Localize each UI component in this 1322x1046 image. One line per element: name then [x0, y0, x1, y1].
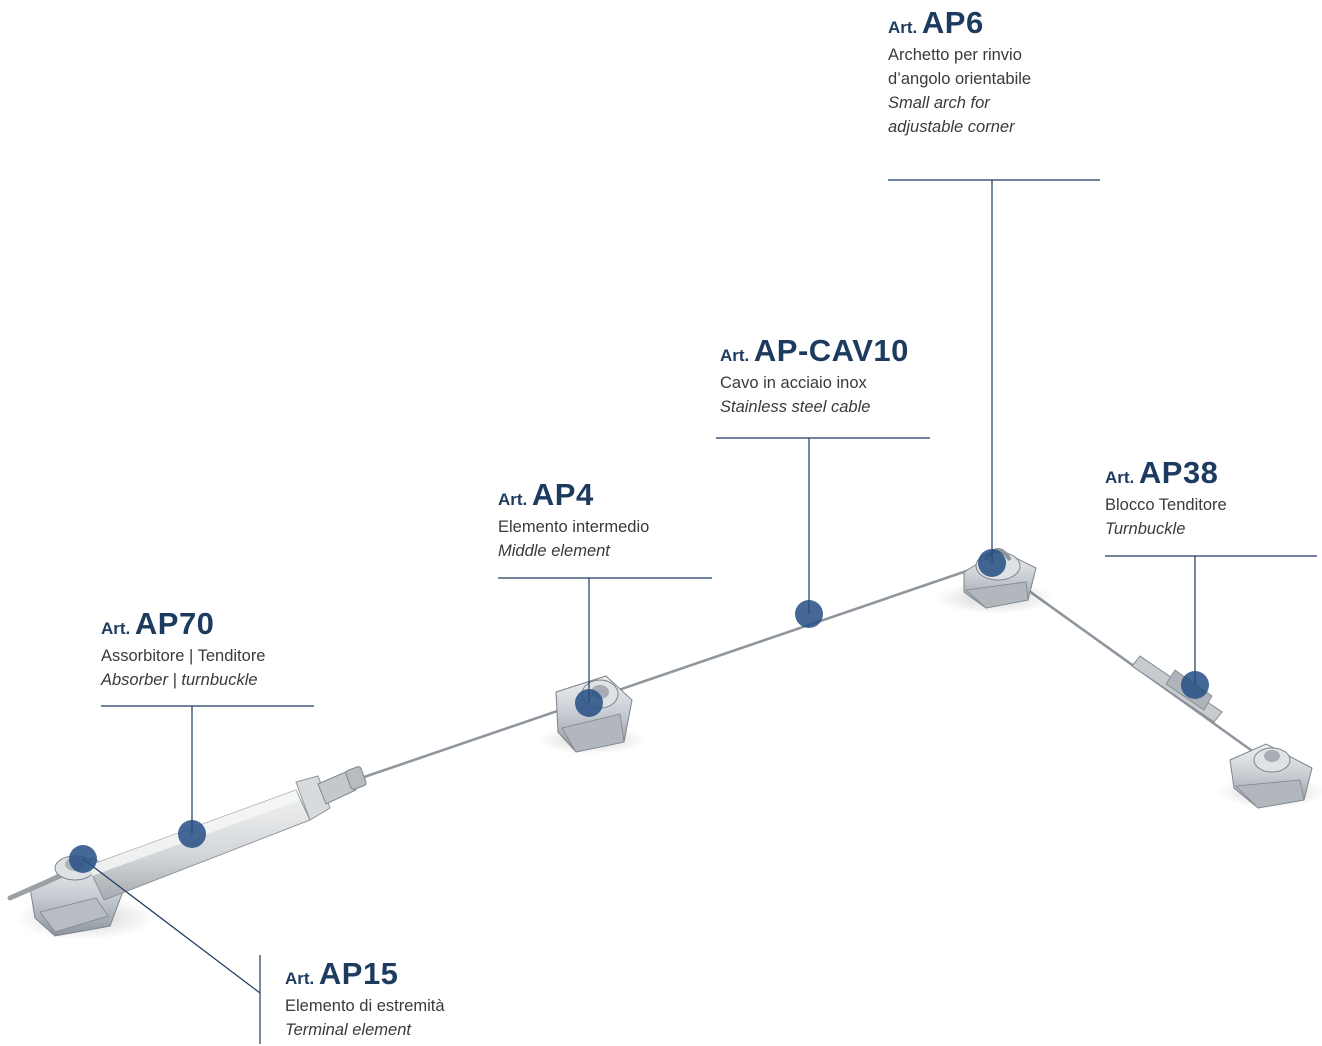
marker-apcav10 — [795, 600, 823, 628]
description-it: Elemento di estremità — [285, 997, 445, 1015]
article-code: AP4 — [531, 477, 594, 512]
description-en: Middle element — [498, 542, 610, 560]
article-code: AP6 — [921, 5, 984, 40]
label-ap4: Art. AP4 Elemento intermedio Middle elem… — [498, 478, 649, 563]
art-prefix: Art. — [1105, 468, 1135, 487]
callout-ap70 — [101, 705, 314, 848]
marker-ap15 — [69, 845, 97, 873]
callout-ap6 — [888, 179, 1100, 577]
description-it: Assorbitore | Tenditore — [101, 647, 266, 665]
marker-ap38 — [1181, 671, 1209, 699]
art-prefix: Art. — [498, 490, 528, 509]
art-prefix: Art. — [888, 18, 918, 37]
callout-ap4 — [498, 577, 712, 717]
article-code: AP70 — [134, 606, 215, 641]
description-it: d’angolo orientabile — [888, 70, 1032, 88]
label-ap6: Art. AP6 Archetto per rinvio d’angolo or… — [888, 6, 1031, 139]
art-prefix: Art. — [285, 969, 315, 988]
article-code: AP38 — [1138, 455, 1219, 490]
callout-apcav10 — [716, 437, 930, 628]
description-en: Turnbuckle — [1105, 520, 1186, 538]
description-it: Cavo in acciaio inox — [720, 374, 867, 392]
article-code: AP-CAV10 — [753, 333, 909, 368]
art-prefix: Art. — [101, 619, 131, 638]
marker-ap6 — [978, 549, 1006, 577]
marker-ap70 — [178, 820, 206, 848]
label-ap70: Art. AP70 Assorbitore | Tenditore Absorb… — [101, 607, 265, 692]
description-en: Absorber | turnbuckle — [101, 671, 258, 689]
description-it: Blocco Tenditore — [1105, 496, 1227, 514]
callout-ap38 — [1105, 555, 1317, 699]
article-code: AP15 — [318, 956, 399, 991]
turnbuckle-illustration — [1131, 655, 1322, 809]
label-apcav10: Art. AP-CAV10 Cavo in acciaio inox Stain… — [720, 334, 909, 419]
description-it: Archetto per rinvio — [888, 46, 1022, 64]
art-prefix: Art. — [720, 346, 750, 365]
steel-cable — [334, 561, 1263, 789]
callout-ap15 — [69, 845, 261, 1044]
description-en: Terminal element — [285, 1021, 411, 1039]
description-en: adjustable corner — [888, 118, 1015, 136]
label-ap15: Art. AP15 Elemento di estremità Terminal… — [285, 957, 445, 1042]
description-en: Small arch for — [888, 94, 990, 112]
absorber-illustration — [87, 766, 367, 901]
description-en: Stainless steel cable — [720, 398, 871, 416]
marker-ap4 — [575, 689, 603, 717]
label-ap38: Art. AP38 Blocco Tenditore Turnbuckle — [1105, 456, 1227, 541]
description-it: Elemento intermedio — [498, 518, 650, 536]
